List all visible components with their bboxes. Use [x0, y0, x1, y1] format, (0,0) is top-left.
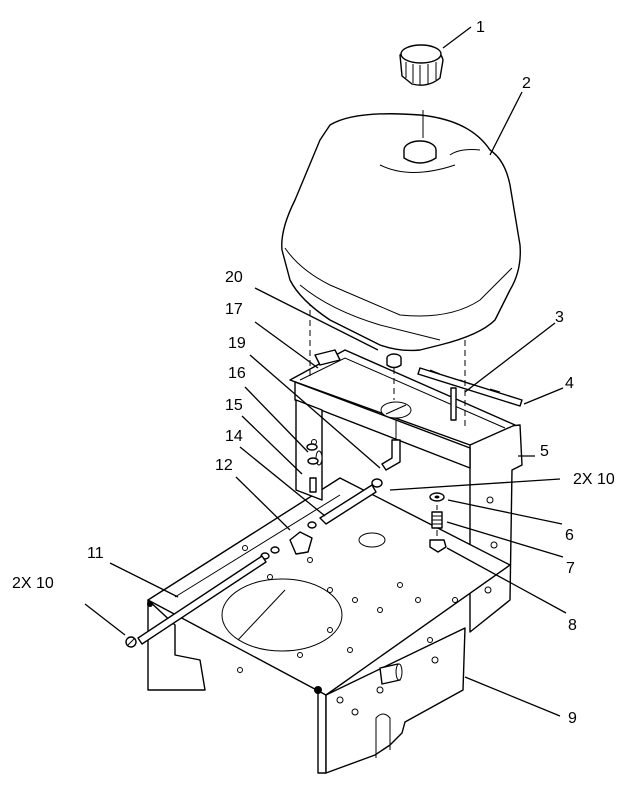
callout-16: 16	[228, 365, 246, 382]
callout-4: 4	[565, 375, 574, 392]
fuel-tank	[281, 110, 521, 352]
callout-3: 3	[555, 309, 564, 326]
callout-14: 14	[225, 428, 243, 445]
callout-19: 19	[228, 335, 246, 352]
callout-5: 5	[540, 443, 549, 460]
callout-2: 2	[522, 75, 531, 92]
callout-9: 9	[568, 710, 577, 727]
leader-lines	[84, 26, 567, 717]
callout-11: 11	[87, 545, 104, 562]
callout-1: 1	[476, 19, 485, 36]
fuel-cap	[399, 44, 444, 86]
callout-17: 17	[225, 301, 243, 318]
hardware-stack	[429, 492, 447, 553]
floor-hole	[358, 532, 386, 548]
callout-2x10-right: 2X 10	[573, 471, 615, 488]
fuel-line-assembly	[125, 420, 401, 648]
callout-15: 15	[225, 397, 243, 414]
callout-8: 8	[568, 617, 577, 634]
callout-2x10-left: 2X 10	[12, 575, 54, 592]
tank-support-bracket	[289, 300, 523, 501]
callout-6: 6	[565, 527, 574, 544]
callout-20: 20	[225, 269, 243, 286]
frame-chassis	[147, 424, 523, 774]
callouts: 1 2 3 4 5 6 7 8 9 2X 10 11 2X 10 12 14 1…	[12, 19, 615, 727]
floor-opening	[221, 578, 343, 652]
callout-12: 12	[215, 457, 233, 474]
callout-7: 7	[566, 560, 575, 577]
grommet-stack	[386, 353, 457, 421]
